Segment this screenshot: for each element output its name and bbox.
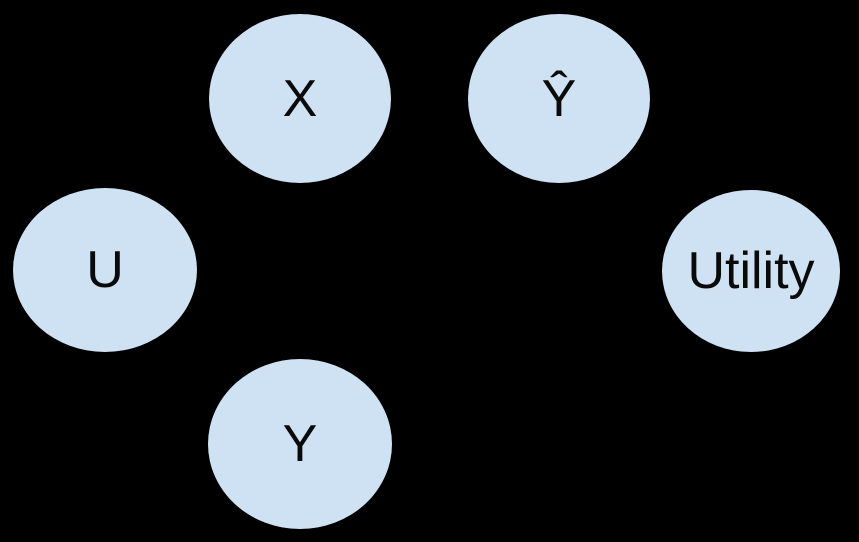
node-utility: Utility — [662, 190, 840, 352]
node-y-hat: Ŷ — [468, 14, 650, 183]
node-y: Y — [208, 359, 392, 529]
node-y-label: Y — [282, 415, 318, 473]
node-y-hat-label: Ŷ — [541, 69, 577, 128]
node-utility-label: Utility — [687, 242, 815, 300]
node-u-label: U — [86, 241, 124, 299]
node-u: U — [13, 188, 197, 352]
node-x: X — [209, 14, 391, 183]
node-x-label: X — [282, 69, 318, 128]
